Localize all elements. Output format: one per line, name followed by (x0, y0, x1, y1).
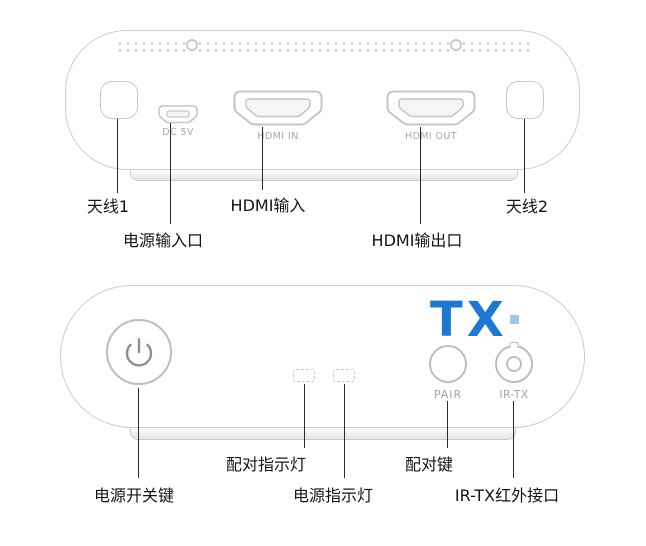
callout-label-power-led: 电源指示灯 (292, 486, 374, 505)
dc-power-port-icon (158, 105, 198, 124)
antenna-1-slot (100, 81, 138, 119)
callout-label-hdmi-out: HDMI输出口 (371, 231, 463, 250)
hdmi-in-port-icon (233, 90, 323, 127)
callout-line-irtx (513, 401, 514, 478)
callout-line-hdmi-in (262, 127, 263, 190)
callout-line-hdmi-out (420, 127, 421, 224)
power-led-indicator (333, 369, 355, 382)
callout-label-hdmi-in: HDMI输入 (230, 196, 306, 215)
callout-label-irtx: IR-TX红外接口 (454, 486, 560, 505)
screw-hole-icon (186, 39, 198, 51)
pair-led-indicator (293, 369, 315, 382)
hdmi-out-port-label: HDMI OUT (405, 131, 457, 142)
screw-hole-icon (450, 39, 462, 51)
irtx-port-label: IR-TX (499, 388, 529, 401)
dc-power-port-label: DC 5V (162, 127, 194, 138)
callout-line-pair-led (304, 384, 305, 448)
power-icon (125, 338, 153, 367)
irtx-notch (509, 342, 519, 348)
pair-button (429, 345, 467, 383)
back-panel-body: DC 5V HDMI IN HDMI OUT (65, 30, 580, 170)
callout-label-antenna1: 天线1 (86, 197, 130, 216)
hdmi-in-port-label: HDMI IN (257, 131, 299, 142)
callout-label-antenna2: 天线2 (505, 197, 549, 216)
logo-dot-icon (509, 315, 519, 324)
callout-label-power-button: 电源开关键 (93, 486, 175, 505)
callout-label-pair-led: 配对指示灯 (225, 455, 307, 474)
front-panel-body: TX PAIR IR-TX (60, 285, 585, 428)
antenna-2-slot (506, 81, 544, 119)
irtx-port (495, 342, 533, 383)
hdmi-out-port-icon (386, 90, 476, 127)
irtx-inner-ring (506, 356, 522, 372)
tx-logo: TX (430, 296, 519, 344)
pair-button-label: PAIR (433, 388, 463, 401)
callout-label-power-in: 电源输入口 (122, 231, 204, 250)
power-button (106, 319, 172, 385)
ventilation-holes (116, 40, 531, 55)
callout-line-antenna1 (117, 119, 118, 193)
callout-line-antenna2 (524, 119, 525, 193)
callout-label-pair-button: 配对键 (404, 455, 454, 474)
callout-line-power-button (138, 388, 139, 478)
callout-line-power-in (170, 123, 171, 224)
tx-logo-text: TX (430, 292, 508, 348)
callout-line-pair-button (447, 401, 448, 448)
callout-line-power-led (344, 384, 345, 478)
